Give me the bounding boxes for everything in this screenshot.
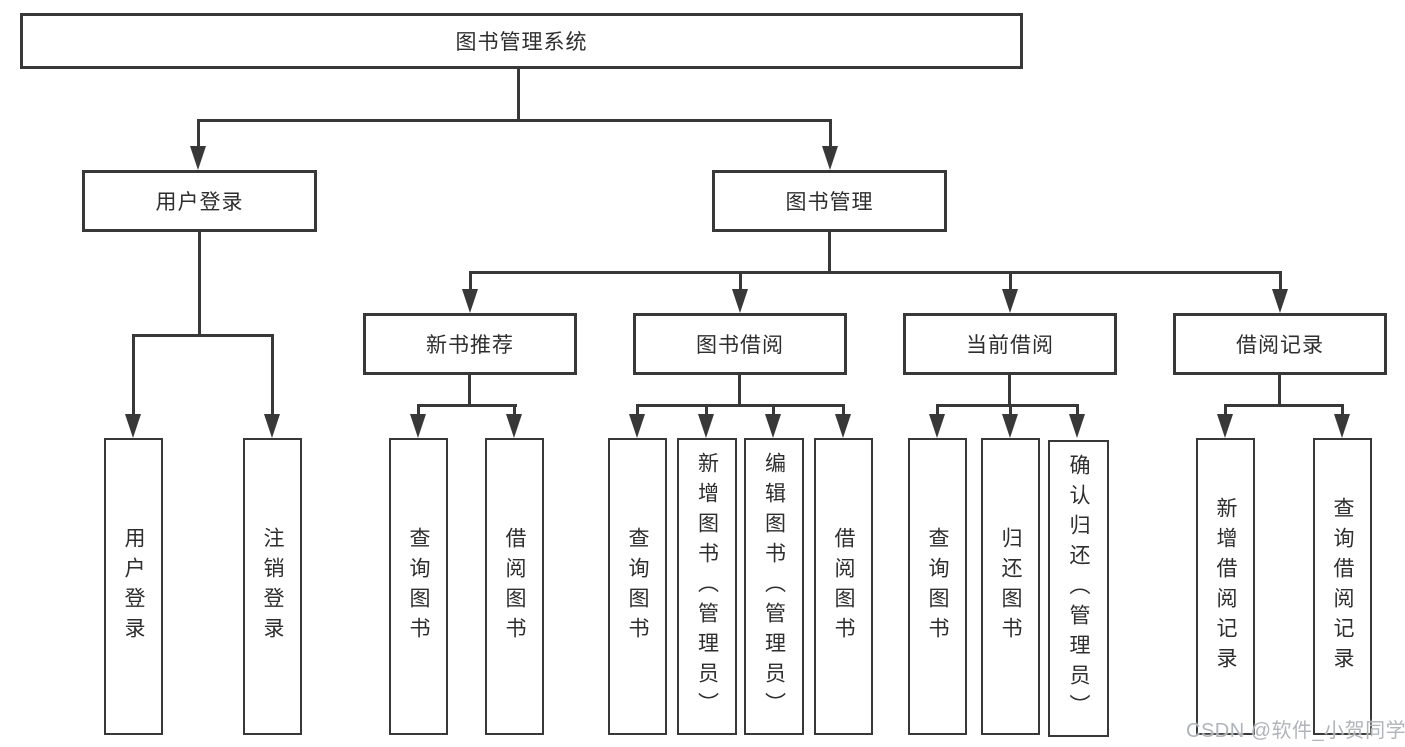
leaf-query-books-1: 查询图书 (389, 438, 448, 735)
arrow-down-icon (410, 404, 426, 438)
leaf-query-books-2: 查询图书 (608, 438, 667, 735)
arrow-down-icon (698, 404, 714, 438)
node-book-management: 图书管理 (712, 170, 947, 232)
connector-line (469, 271, 1281, 274)
node-new-book-recommend: 新书推荐 (363, 313, 577, 375)
connector-line (198, 232, 201, 334)
leaf-add-book-admin: 新增图书（管理员） (677, 438, 737, 735)
node-current-borrow: 当前借阅 (903, 313, 1117, 375)
leaf-label: 借阅图书 (832, 526, 855, 647)
node-label: 当前借阅 (966, 334, 1054, 357)
leaf-label: 编辑图书（管理员） (762, 451, 786, 722)
node-label: 用户登录 (155, 191, 244, 214)
node-borrow-records: 借阅记录 (1173, 313, 1387, 375)
arrow-down-icon (1069, 404, 1085, 438)
node-label: 图书管理 (785, 191, 874, 214)
arrow-down-icon (1002, 404, 1018, 438)
leaf-label: 查询图书 (407, 526, 430, 647)
connector-line (417, 404, 517, 407)
leaf-label: 借阅图书 (503, 526, 526, 647)
arrow-down-icon (835, 404, 851, 438)
node-library-management-system: 图书管理系统 (20, 13, 1023, 69)
leaf-borrow-books-2: 借阅图书 (814, 438, 873, 735)
arrow-down-icon (462, 271, 478, 313)
arrow-down-icon (190, 119, 206, 170)
connector-line (1008, 375, 1011, 404)
connector-line (828, 232, 831, 271)
leaf-label: 查询图书 (926, 526, 949, 647)
arrow-down-icon (506, 404, 522, 438)
connector-line (468, 375, 471, 404)
node-label: 图书借阅 (696, 334, 784, 357)
arrow-down-icon (822, 119, 838, 170)
arrow-down-icon (929, 404, 945, 438)
arrow-down-icon (629, 404, 645, 438)
arrow-down-icon (125, 334, 141, 438)
arrow-down-icon (732, 271, 748, 313)
leaf-return-book: 归还图书 (981, 438, 1040, 735)
leaf-label: 确认归还（管理员） (1067, 453, 1090, 724)
leaf-logout: 注销登录 (243, 438, 302, 735)
leaf-label: 查询借阅记录 (1331, 496, 1354, 677)
leaf-query-books-3: 查询图书 (908, 438, 967, 735)
connector-line (1224, 404, 1344, 407)
arrow-down-icon (1217, 404, 1233, 438)
arrow-down-icon (1272, 271, 1288, 313)
connector-line (1278, 375, 1281, 404)
connector-line (517, 69, 520, 120)
connector-line (132, 334, 274, 337)
csdn-watermark: CSDN @软件_小贺同学 (1186, 720, 1405, 742)
leaf-label: 新增图书（管理员） (695, 451, 719, 722)
leaf-label: 注销登录 (261, 526, 284, 647)
leaf-borrow-books-1: 借阅图书 (485, 438, 544, 735)
node-label: 新书推荐 (426, 334, 514, 357)
connector-line (738, 375, 741, 404)
node-label: 图书管理系统 (455, 31, 588, 54)
node-label: 借阅记录 (1236, 334, 1324, 357)
leaf-user-login: 用户登录 (104, 438, 163, 735)
arrow-down-icon (1334, 404, 1350, 438)
leaf-label: 新增借阅记录 (1214, 496, 1237, 677)
arrow-down-icon (264, 334, 280, 438)
leaf-add-borrow-record: 新增借阅记录 (1196, 438, 1255, 735)
leaf-edit-book-admin: 编辑图书（管理员） (744, 438, 804, 735)
node-user-login: 用户登录 (82, 170, 317, 232)
arrow-down-icon (1002, 271, 1018, 313)
node-book-borrow: 图书借阅 (633, 313, 847, 375)
arrow-down-icon (765, 404, 781, 438)
leaf-label: 用户登录 (122, 526, 145, 647)
leaf-query-borrow-record: 查询借阅记录 (1313, 438, 1372, 735)
leaf-label: 查询图书 (626, 526, 649, 647)
leaf-label: 归还图书 (999, 526, 1022, 647)
connector-line (636, 404, 845, 407)
connector-line (197, 119, 832, 122)
leaf-confirm-return-admin: 确认归还（管理员） (1048, 440, 1109, 737)
connector-line (936, 404, 1079, 407)
